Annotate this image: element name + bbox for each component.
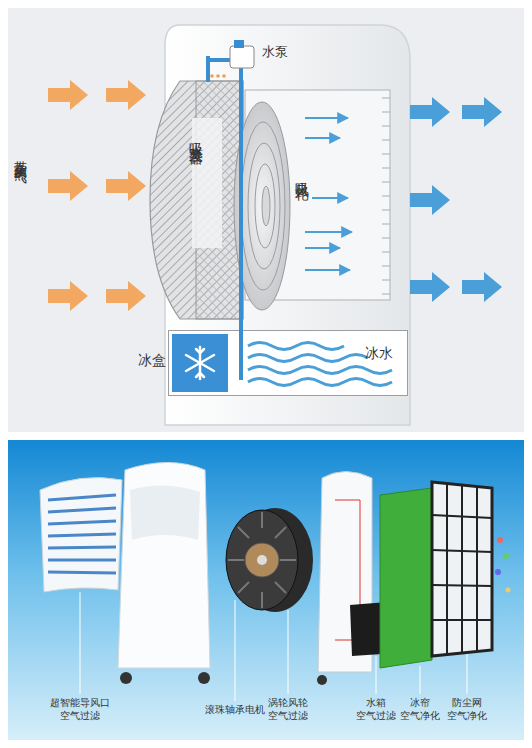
part-label: 超智能导风口 空气过滤 (50, 697, 110, 722)
device-body (165, 25, 410, 425)
water-pipe (239, 66, 243, 380)
ice-box: 冰盒 (172, 334, 228, 392)
water-pump (234, 40, 244, 48)
part-label: 水箱 空气过滤 (356, 697, 396, 722)
dust-filter-part (432, 482, 511, 656)
tank-fill (168, 330, 408, 396)
part-label: 滚珠轴承电机 (205, 704, 265, 717)
turbo-fan-part (226, 508, 313, 612)
cool-air-arrows (410, 97, 502, 302)
hot-air-arrows (48, 80, 146, 311)
part-label: 水泵 (262, 44, 288, 60)
node-label: 吸水蒸发器 (188, 132, 204, 142)
ice-curtain-part (380, 488, 432, 668)
water-tank: 冰水 冰盒 (168, 330, 408, 396)
water-waves (248, 343, 392, 386)
part-label: 冰帘 空气净化 (400, 697, 440, 722)
water-pipe (206, 56, 210, 82)
node-label: 冰水 (365, 345, 393, 361)
panel-bg (8, 440, 524, 740)
water-pump (230, 46, 254, 68)
node-label: 吸风轮 (294, 172, 310, 178)
front-housing (118, 463, 210, 685)
evaporator-panel: 吸水蒸发器 (148, 78, 245, 322)
part-label: 涡轮风轮 空气过滤 (268, 697, 308, 722)
duct-ticks (382, 98, 390, 294)
part-label: 防尘网 空气净化 (447, 697, 487, 722)
pump-dots (210, 74, 226, 78)
leader-lines (80, 592, 467, 701)
ice-box-shape (172, 334, 228, 392)
inner-airflow (305, 118, 352, 270)
louver-part (40, 478, 122, 592)
evaporator-shape (148, 78, 245, 322)
node-label: 冰盒 (138, 352, 166, 368)
airflow-label: 带杂质的热气 (12, 150, 28, 162)
panel-bg (8, 8, 524, 432)
